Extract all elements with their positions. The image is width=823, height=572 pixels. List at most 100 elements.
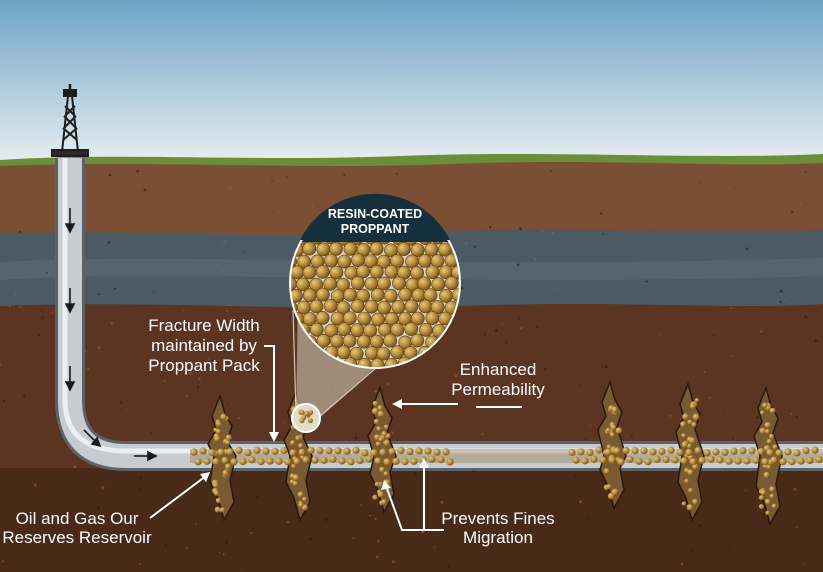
proppant-grain [384, 334, 397, 347]
pipe-grain [703, 449, 710, 456]
rock-speckle [120, 401, 122, 403]
fracture-grain [692, 499, 698, 505]
rock-speckle [800, 284, 801, 285]
proppant-grain [418, 277, 431, 290]
pipe-grain [437, 456, 444, 463]
pipe-grain [577, 448, 584, 455]
pipe-grain [257, 458, 264, 465]
rock-speckle [434, 547, 435, 548]
proppant-grain [419, 323, 432, 336]
pipe-grain [271, 448, 278, 455]
enhanced-permeability-line1: Enhanced [460, 360, 537, 379]
rock-speckle [511, 271, 513, 273]
rock-speckle [195, 523, 197, 525]
rock-speckle [455, 375, 458, 378]
rock-speckle [87, 368, 89, 370]
prevents-fines-line1: Prevents Fines [441, 509, 554, 528]
rock-speckle [517, 264, 520, 267]
fracture-grain [220, 507, 225, 512]
proppant-grain [426, 266, 439, 279]
pipe-grain [275, 458, 282, 465]
rock-speckle [807, 354, 808, 355]
pipe-grain [212, 458, 219, 465]
proppant-grain [329, 242, 342, 255]
rock-speckle [15, 305, 16, 306]
proppant-grain [316, 311, 329, 324]
pipe-grain [217, 449, 224, 456]
pipe-grain [784, 448, 791, 455]
pipe-grain [379, 449, 386, 456]
rock-speckle [533, 258, 536, 261]
pipe-grain [617, 458, 624, 465]
proppant-grain [338, 255, 351, 268]
pipe-grain [194, 458, 201, 465]
zoom-grain [304, 411, 309, 416]
rock-speckle [713, 335, 715, 337]
pipe-grain [568, 449, 575, 456]
proppant-grain [297, 301, 310, 314]
rock-speckle [310, 538, 313, 541]
rock-speckle [203, 471, 204, 472]
fracture-grain [765, 499, 771, 505]
fracture-grain [214, 491, 219, 496]
rock-speckle [34, 484, 37, 487]
proppant-grain [344, 288, 357, 301]
rock-speckle [216, 263, 219, 266]
fracture-grain [691, 422, 696, 427]
fracture-grain [379, 437, 384, 442]
proppant-grain [316, 265, 329, 278]
fracture-grain [216, 498, 221, 503]
rock-speckle [603, 542, 604, 543]
proppant-grain [303, 266, 316, 279]
pipe-grain [397, 447, 404, 454]
proppant-grain [358, 312, 371, 325]
fracture-grain [214, 435, 220, 441]
pipe-grain [811, 447, 818, 454]
pipe-grain [779, 458, 786, 465]
rock-speckle [52, 312, 54, 314]
fracture-grain [291, 464, 296, 469]
pipe-grain [298, 449, 305, 456]
fracture-grain [225, 463, 231, 469]
rock-speckle [10, 267, 11, 268]
pipe-grain [649, 448, 656, 455]
pipe-grain [302, 456, 309, 463]
proppant-grain [291, 266, 304, 279]
pipe-grain [793, 449, 800, 456]
rock-speckle [730, 307, 732, 309]
proppant-grain [351, 300, 364, 313]
proppant-grain [357, 335, 370, 348]
fracture-grain [298, 492, 304, 498]
rock-speckle [746, 248, 749, 251]
fracture-grain [770, 408, 776, 414]
rock-speckle [509, 226, 510, 227]
rock-speckle [762, 513, 765, 516]
fracture-grain [290, 440, 295, 445]
fracture-grain [681, 433, 686, 438]
rock-speckle [631, 434, 633, 436]
magnifier-title-line1: RESIN-COATED [328, 207, 422, 221]
proppant-grain [405, 322, 418, 335]
rock-speckle [519, 227, 522, 230]
proppant-grain [344, 242, 357, 255]
fracture-grain [607, 444, 612, 449]
proppant-grain [370, 242, 383, 255]
rock-speckle [484, 333, 486, 335]
fracture-grain [685, 479, 689, 483]
rock-speckle [796, 416, 798, 418]
proppant-grain [351, 277, 364, 290]
proppant-grain [397, 243, 410, 256]
rock-speckle [728, 188, 730, 190]
fracture-grain [680, 421, 686, 427]
rock-speckle [153, 291, 154, 292]
fracture-grain [682, 442, 688, 448]
pipe-grain [748, 447, 755, 454]
pipe-grain [694, 447, 701, 454]
proppant-grain [432, 278, 445, 291]
pipe-grain [667, 447, 674, 454]
rock-speckle [376, 555, 379, 558]
rock-speckle [579, 384, 580, 385]
rock-speckle [520, 327, 523, 330]
rock-speckle [600, 212, 603, 215]
rock-speckle [745, 490, 746, 491]
